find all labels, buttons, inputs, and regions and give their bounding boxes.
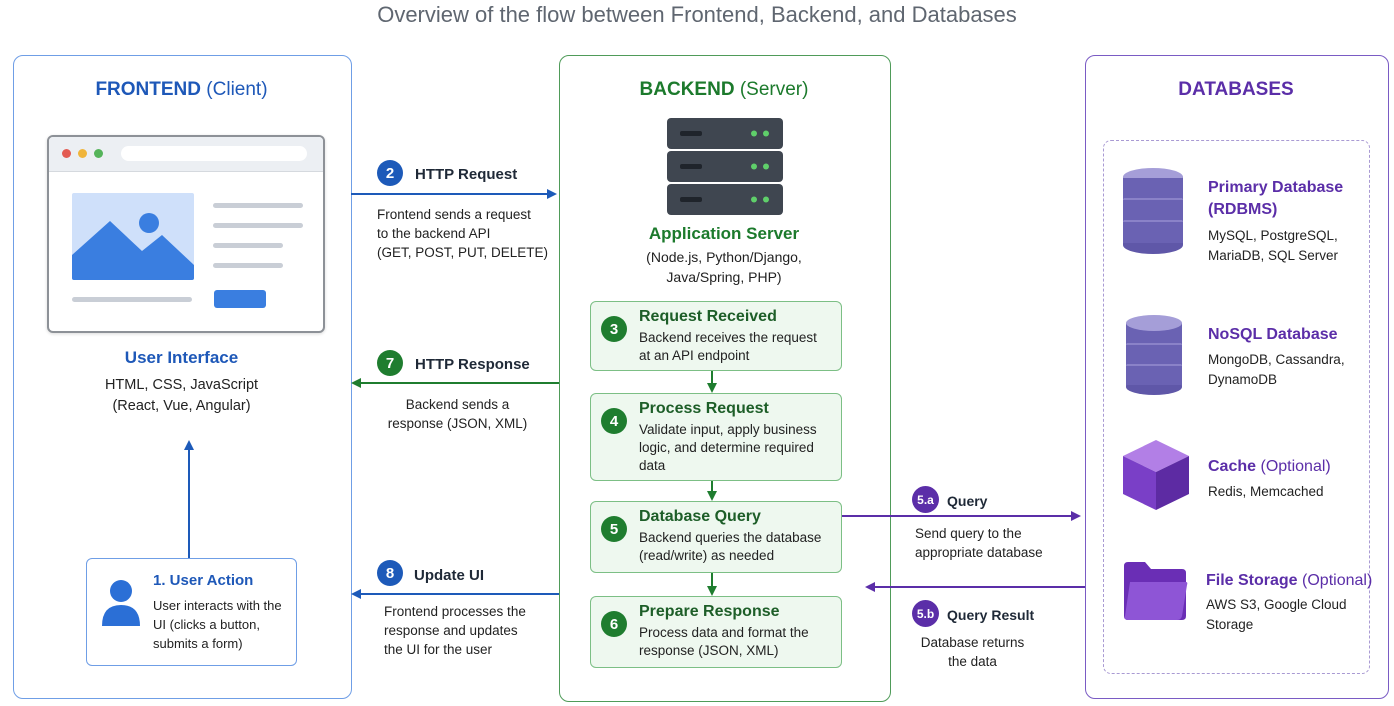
file-storage-desc: AWS S3, Google Cloud Storage bbox=[1206, 597, 1347, 632]
maximize-dot-icon bbox=[94, 149, 103, 158]
primary-db-title: Primary Database (RDBMS) bbox=[1208, 179, 1344, 218]
update-ui-label: Update UI bbox=[414, 567, 485, 584]
step-4-badge: 4 bbox=[601, 408, 627, 434]
application-server-tech: (Node.js, Python/Django, Java/Spring, PH… bbox=[646, 249, 802, 285]
step-title: Database Query bbox=[639, 508, 761, 525]
step-desc: Backend queries the database (read/write… bbox=[639, 530, 822, 563]
step-prepare-response: 6 Prepare Response Process data and form… bbox=[590, 596, 842, 668]
database-cylinder-icon bbox=[1126, 315, 1182, 395]
application-server-title: Application Server bbox=[648, 224, 800, 243]
browser-window-illustration bbox=[47, 135, 325, 333]
nosql-db-desc: MongoDB, Cassandra, DynamoDB bbox=[1208, 352, 1345, 387]
step-5-badge: 5 bbox=[601, 516, 627, 542]
step-title: Request Received bbox=[639, 308, 777, 325]
backend-heading: BACKEND (Server) bbox=[639, 79, 809, 100]
step-desc: Validate input, apply business logic, an… bbox=[639, 422, 817, 473]
database-cylinder-icon bbox=[1123, 168, 1183, 254]
cache-title: Cache (Optional) bbox=[1208, 458, 1331, 475]
step-title: Process Request bbox=[639, 400, 769, 417]
text-line bbox=[213, 263, 283, 268]
button-illustration bbox=[214, 290, 266, 308]
step-request-received: 3 Request Received Backend receives the … bbox=[590, 301, 842, 371]
step-desc: Backend receives the request at an API e… bbox=[639, 330, 817, 363]
step-title: Prepare Response bbox=[639, 603, 780, 620]
step-process-request: 4 Process Request Validate input, apply … bbox=[590, 393, 842, 481]
databases-heading: DATABASES bbox=[1178, 79, 1294, 100]
user-interface-tech: HTML, CSS, JavaScript (React, Vue, Angul… bbox=[104, 377, 259, 414]
step-7-badge: 7 bbox=[377, 350, 403, 376]
text-line bbox=[72, 297, 192, 302]
query-desc: Send query to the appropriate database bbox=[915, 526, 1043, 560]
step-2-badge: 2 bbox=[377, 160, 403, 186]
cache-cube-icon bbox=[1123, 440, 1189, 510]
nosql-db-title: NoSQL Database bbox=[1208, 326, 1338, 343]
step-5b-badge: 5.b bbox=[912, 600, 939, 627]
update-ui-desc: Frontend processes the response and upda… bbox=[384, 604, 526, 657]
file-storage-title: File Storage (Optional) bbox=[1206, 572, 1373, 589]
http-request-desc: Frontend sends a request to the backend … bbox=[377, 207, 549, 260]
user-action-title: 1. User Action bbox=[153, 572, 254, 589]
user-action-box: 1. User Action User interacts with the U… bbox=[86, 558, 297, 666]
primary-db-desc: MySQL, PostgreSQL, MariaDB, SQL Server bbox=[1208, 228, 1339, 263]
diagram-title: Overview of the flow between Frontend, B… bbox=[377, 2, 1017, 27]
query-result-desc: Database returns the data bbox=[920, 635, 1025, 669]
close-dot-icon bbox=[62, 149, 71, 158]
text-line bbox=[213, 243, 283, 248]
step-5a-badge: 5.a bbox=[912, 486, 939, 513]
http-response-desc: Backend sends a response (JSON, XML) bbox=[387, 397, 528, 431]
frontend-heading: FRONTEND (Client) bbox=[95, 79, 268, 100]
step-6-badge: 6 bbox=[601, 611, 627, 637]
step-database-query: 5 Database Query Backend queries the dat… bbox=[590, 501, 842, 573]
text-line bbox=[213, 203, 303, 208]
image-placeholder-icon bbox=[72, 193, 194, 280]
databases-group bbox=[1103, 140, 1370, 674]
folder-icon bbox=[1124, 562, 1188, 620]
http-response-label: HTTP Response bbox=[415, 356, 530, 373]
query-result-label: Query Result bbox=[947, 607, 1035, 623]
text-line bbox=[213, 223, 303, 228]
minimize-dot-icon bbox=[78, 149, 87, 158]
browser-toolbar bbox=[49, 137, 323, 172]
user-action-desc: User interacts with the UI (clicks a but… bbox=[153, 598, 282, 651]
step-8-badge: 8 bbox=[377, 560, 403, 586]
step-3-badge: 3 bbox=[601, 316, 627, 342]
user-icon bbox=[102, 580, 140, 626]
http-request-label: HTTP Request bbox=[415, 166, 518, 183]
step-desc: Process data and format the response (JS… bbox=[639, 625, 809, 658]
cache-desc: Redis, Memcached bbox=[1208, 484, 1324, 499]
server-rack-icon bbox=[667, 118, 783, 215]
url-bar bbox=[121, 146, 307, 161]
query-label: Query bbox=[947, 493, 988, 509]
user-interface-title: User Interface bbox=[124, 348, 239, 367]
